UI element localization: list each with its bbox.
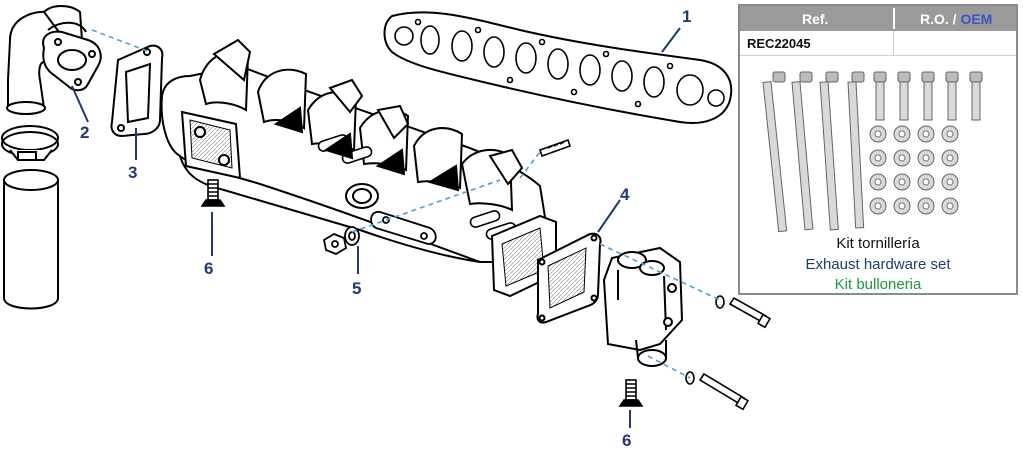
callout-6: 6 (204, 259, 214, 278)
outlet-adapter (602, 246, 684, 367)
ro-oem-separator: / (948, 11, 961, 27)
nuts (869, 125, 959, 215)
elbow-gasket (42, 30, 102, 92)
drain-plug (618, 379, 644, 407)
callout-3: 3 (128, 163, 138, 182)
reference-panel: Ref. R.O. / OEM REC22045 (738, 4, 1018, 295)
hardware-kit-image (762, 71, 983, 233)
callout-leaders (71, 27, 681, 428)
ro-header: R.O. (920, 11, 949, 27)
callout-6-lower: 6 (622, 431, 632, 450)
ref-header: Ref. (802, 11, 829, 27)
washer (344, 226, 360, 246)
callout-4: 4 (620, 185, 630, 204)
ref-value: REC22045 (747, 36, 811, 51)
reference-row: REC22045 (740, 31, 1016, 56)
ro-oem-header: R.O. / OEM (920, 11, 992, 27)
drain-plug (200, 179, 226, 207)
short-bolt (873, 71, 983, 121)
long-bolt (762, 71, 788, 233)
round-seal (345, 183, 379, 209)
panel-header: Ref. R.O. / OEM (740, 6, 1016, 31)
bolt (715, 295, 772, 329)
exhaust-hose (3, 169, 59, 310)
header-divider (893, 8, 895, 29)
oem-header: OEM (960, 11, 993, 27)
nut (322, 232, 348, 256)
long-bolt (819, 71, 839, 231)
long-bolt (847, 71, 865, 229)
exhaust-manifold (160, 38, 557, 298)
end-gasket (110, 44, 164, 138)
outlet-gasket (536, 232, 602, 324)
callout-2: 2 (80, 123, 90, 142)
kit-title-en: Exhaust hardware set (805, 256, 951, 273)
assembly-leader-lines (91, 29, 721, 379)
bolt (685, 371, 750, 411)
callout-1: 1 (682, 7, 692, 26)
callout-5: 5 (352, 279, 362, 298)
kit-title-pt: Kit bulloneria (834, 276, 922, 293)
kit-title-es: Kit tornillería (836, 235, 920, 252)
stud (538, 138, 572, 158)
hose-clamp (1, 125, 59, 161)
manifold-gasket (383, 11, 733, 124)
row-divider (893, 31, 894, 55)
long-bolt (791, 71, 814, 231)
